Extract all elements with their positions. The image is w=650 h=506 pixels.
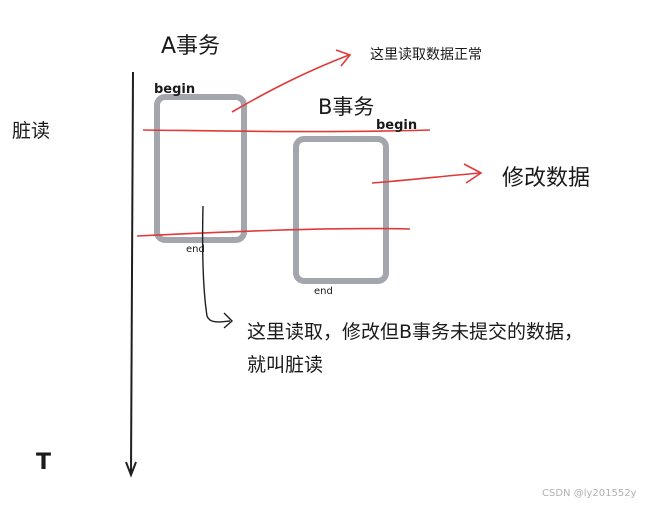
red-line-bottom: [136, 227, 411, 237]
time-axis-line: [130, 71, 134, 473]
modify-data-annotation: 修改数据: [502, 166, 591, 191]
read-normal-annotation: 这里读取数据正常: [370, 47, 482, 63]
note-arrow: [201, 205, 231, 323]
txn-a-box: [154, 94, 247, 243]
txn-b-end-label: end: [314, 286, 333, 297]
red-arrowhead-modify: [463, 163, 483, 184]
note-arrowhead: [223, 312, 234, 329]
red-line-top: [142, 129, 431, 133]
watermark: CSDN @ly201552y: [542, 488, 637, 499]
time-axis-label: T: [36, 450, 52, 475]
txn-b-box: [293, 136, 389, 284]
dirty-read-note-line-1: 这里读取，修改但B事务未提交的数据，: [247, 321, 584, 343]
txn-b-title: B事务: [318, 95, 375, 119]
dirty-read-side-label: 脏读: [12, 120, 51, 142]
time-axis-arrowhead: [125, 461, 137, 478]
red-arrow-modify: [371, 172, 481, 184]
txn-a-begin-label: begin: [154, 82, 196, 97]
dirty-read-note-line-2: 就叫脏读: [247, 354, 324, 376]
txn-a-title: A事务: [161, 34, 221, 59]
red-arrowhead-read-normal: [335, 49, 352, 67]
txn-a-end-label: end: [186, 244, 205, 255]
red-arrow-read-normal: [231, 54, 350, 113]
txn-b-begin-label: begin: [376, 118, 418, 133]
